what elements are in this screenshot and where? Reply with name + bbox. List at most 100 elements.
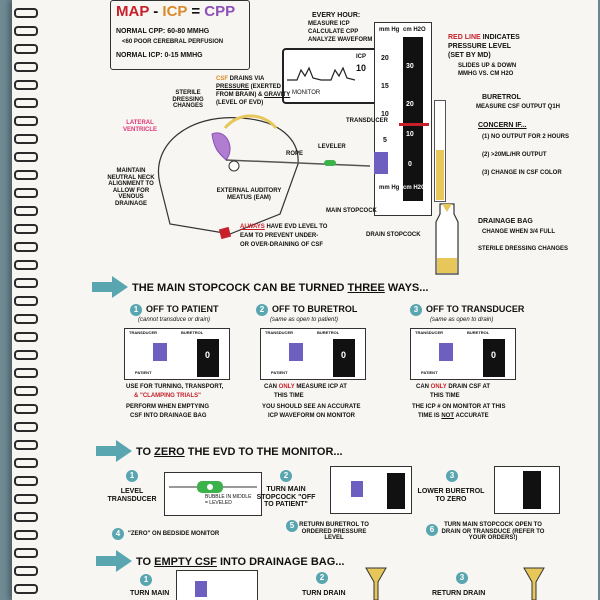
every-hour-item: ANALYZE WAVEFORM	[308, 37, 373, 43]
panel-label: PATIENT	[421, 370, 438, 375]
step-number: 3	[410, 304, 422, 316]
level-panel: BUBBLE IN MIDDLE = LEVELED	[164, 472, 262, 516]
stopcock-icon[interactable]	[374, 152, 388, 174]
step-number: 4	[112, 528, 124, 540]
tick-label: 5	[383, 137, 387, 144]
red-line-title: RED LINE INDICATES	[448, 34, 520, 41]
stopcock-mode-sub: (same as open to drain)	[430, 317, 494, 323]
step-number: 2	[280, 470, 292, 482]
panel-label: BURETROL	[181, 330, 204, 335]
panel-label: BURETROL	[467, 330, 490, 335]
stopcock-icon	[289, 343, 303, 361]
head-diagram	[157, 114, 370, 235]
stopcock-note: YOU SHOULD SEE AN ACCURATE	[262, 404, 361, 410]
every-hour-item: MEASURE ICP	[308, 21, 350, 27]
buretrol-icon	[197, 339, 219, 377]
zero-step: LEVEL TRANSDUCER	[107, 488, 157, 503]
monitor-label: ICP	[356, 54, 367, 60]
lateral-ventricle-label: LATERAL VENTRICLE	[122, 120, 157, 133]
cpp-note: <60 POOR CEREBRAL PERFUSION	[122, 39, 224, 45]
section-arrow-icon	[92, 276, 128, 298]
red-line-text: (SET BY MD)	[448, 52, 491, 59]
step-number: 6	[426, 524, 438, 536]
stopcock-icon	[351, 481, 363, 497]
tick-label: 20	[406, 101, 414, 108]
csf-note: CSF DRAINS VIA	[216, 76, 265, 82]
pressure-scale: mm Hg cm H2O 20 15 10 5 0 30 20 10 0 mm …	[374, 22, 432, 216]
zero-step: TURN MAIN STOPCOCK "OFF TO PATIENT"	[256, 486, 316, 509]
buretrol-icon	[333, 339, 355, 377]
zero-step: LOWER BURETROL TO ZERO	[417, 488, 485, 503]
tick-label: 15	[381, 83, 389, 90]
red-line-item: MMHG VS. CM H2O	[458, 71, 514, 77]
concern-item: (2) >20ML/HR OUTPUT	[482, 152, 547, 158]
section-arrow-icon	[96, 440, 132, 462]
zero-step: TURN MAIN STOPCOCK OPEN TO DRAIN OR TRAN…	[441, 522, 545, 542]
notebook-page: MAP - ICP = CPP NORMAL CPP: 60-80 MMHG <…	[12, 0, 598, 600]
stopcock-panel	[176, 570, 258, 600]
empty-step: RETURN DRAIN	[432, 590, 486, 597]
stopcock-icon	[195, 581, 207, 597]
section-arrow-icon	[96, 550, 132, 572]
always-note: ALWAYS HAVE EVD LEVEL TO	[240, 224, 328, 230]
stopcock-mode-sub: (cannot transduce or drain)	[138, 317, 211, 323]
scale-right-unit: cm H2O	[403, 185, 426, 191]
step-number: 2	[256, 304, 268, 316]
panel-label: TRANSDUCER	[129, 330, 157, 335]
panel-zero: 0	[341, 350, 347, 360]
drainage-bag-icon	[523, 567, 545, 600]
panel-zero: 0	[205, 350, 211, 360]
stopcock-note: & "CLAMPING TRIALS"	[134, 393, 202, 399]
zero-step: "ZERO" ON BEDSIDE MONITOR	[128, 531, 220, 537]
scale-black-bar	[403, 37, 423, 201]
level-icon	[169, 481, 257, 493]
stopcock-panel	[330, 466, 412, 514]
bubble-note: BUBBLE IN MIDDLE = LEVELED	[205, 494, 252, 506]
scale-left-unit: mm Hg	[379, 27, 400, 33]
formula: MAP - ICP = CPP	[116, 3, 236, 20]
stopcock-note: ICP WAVEFORM ON MONITOR	[268, 413, 356, 419]
stopcock-mode-title: OFF TO BURETROL	[272, 304, 358, 314]
section1-title: THE MAIN STOPCOCK CAN BE TURNED THREE WA…	[132, 282, 429, 294]
monitor-value: 10	[356, 63, 367, 73]
scale-right-unit: cm H2O	[403, 27, 426, 33]
stopcock-note: THIS TIME	[274, 393, 304, 399]
stopcock-note: USE FOR TURNING, TRANSPORT,	[126, 384, 224, 390]
section2-title: TO ZERO THE EVD TO THE MONITOR...	[136, 446, 343, 458]
panel-label: PATIENT	[135, 370, 152, 375]
main-stopcock-label: MAIN STOPCOCK	[326, 208, 377, 214]
red-pressure-line[interactable]	[399, 123, 429, 126]
stopcock-panel: TRANSDUCER BURETROL 0 PATIENT	[260, 328, 366, 380]
always-note: OR OVER-DRAINING OF CSF	[240, 242, 324, 248]
drainage-bag-item: CHANGE WHEN 3/4 FULL	[482, 229, 556, 235]
csf-fill	[436, 150, 444, 200]
csf-note: (LEVEL OF EVD)	[216, 100, 264, 106]
panel-zero: 0	[491, 350, 497, 360]
concern-item: (3) CHANGE IN CSF COLOR	[482, 170, 562, 176]
step-number: 3	[456, 572, 468, 584]
step-number: 3	[446, 470, 458, 482]
step-number: 1	[140, 574, 152, 586]
drainage-bag-icon	[435, 203, 459, 275]
stopcock-panel: TRANSDUCER BURETROL 0 PATIENT	[124, 328, 230, 380]
stopcock-panel: TRANSDUCER BURETROL 0 PATIENT	[410, 328, 516, 380]
monitor-caption: MONITOR	[292, 90, 321, 96]
buretrol-title: BURETROL	[482, 94, 521, 101]
step-number: 1	[130, 304, 142, 316]
drainage-bag-title: DRAINAGE BAG	[478, 218, 533, 225]
tick-label: 10	[381, 111, 389, 118]
panel-label: TRANSDUCER	[415, 330, 443, 335]
stopcock-note: CAN ONLY MEASURE ICP AT	[264, 384, 347, 390]
normal-icp: NORMAL ICP: 0-15 MMHG	[116, 52, 203, 59]
normal-cpp: NORMAL CPP: 60-80 MMHG	[116, 28, 210, 35]
tick-label: 0	[408, 161, 412, 168]
buretrol-sub: MEASURE CSF OUTPUT Q1H	[476, 104, 561, 110]
buretrol-icon	[523, 471, 541, 509]
step-number: 1	[126, 470, 138, 482]
buretrol-icon	[387, 473, 405, 509]
empty-step: TURN MAIN	[130, 590, 170, 597]
stopcock-icon	[153, 343, 167, 361]
stopcock-note: CAN ONLY DRAIN CSF AT	[416, 384, 491, 390]
every-hour-item: CALCULATE CPP	[308, 29, 359, 35]
stopcock-mode-title: OFF TO TRANSDUCER	[426, 304, 525, 314]
